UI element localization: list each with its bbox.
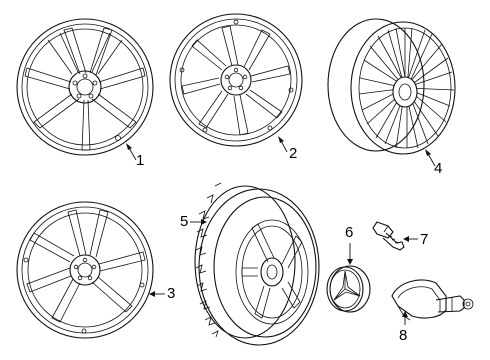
wheel-2 — [169, 13, 303, 147]
bolt-7 — [372, 221, 405, 251]
callout-3: 3 — [167, 285, 176, 302]
wheel-3 — [16, 201, 154, 339]
callout-2: 2 — [289, 145, 298, 162]
leader-lines — [126, 136, 436, 325]
callout-6: 6 — [345, 224, 354, 241]
sensor-8 — [391, 279, 474, 321]
callout-5: 5 — [180, 213, 189, 230]
tire-5 — [194, 182, 320, 346]
callout-1: 1 — [136, 152, 145, 169]
callout-4: 4 — [434, 160, 443, 177]
callout-7: 7 — [420, 231, 429, 248]
wheel-4 — [327, 18, 456, 155]
callout-8: 8 — [399, 327, 408, 344]
wheel-1 — [16, 18, 154, 156]
emblem-6 — [326, 265, 371, 313]
